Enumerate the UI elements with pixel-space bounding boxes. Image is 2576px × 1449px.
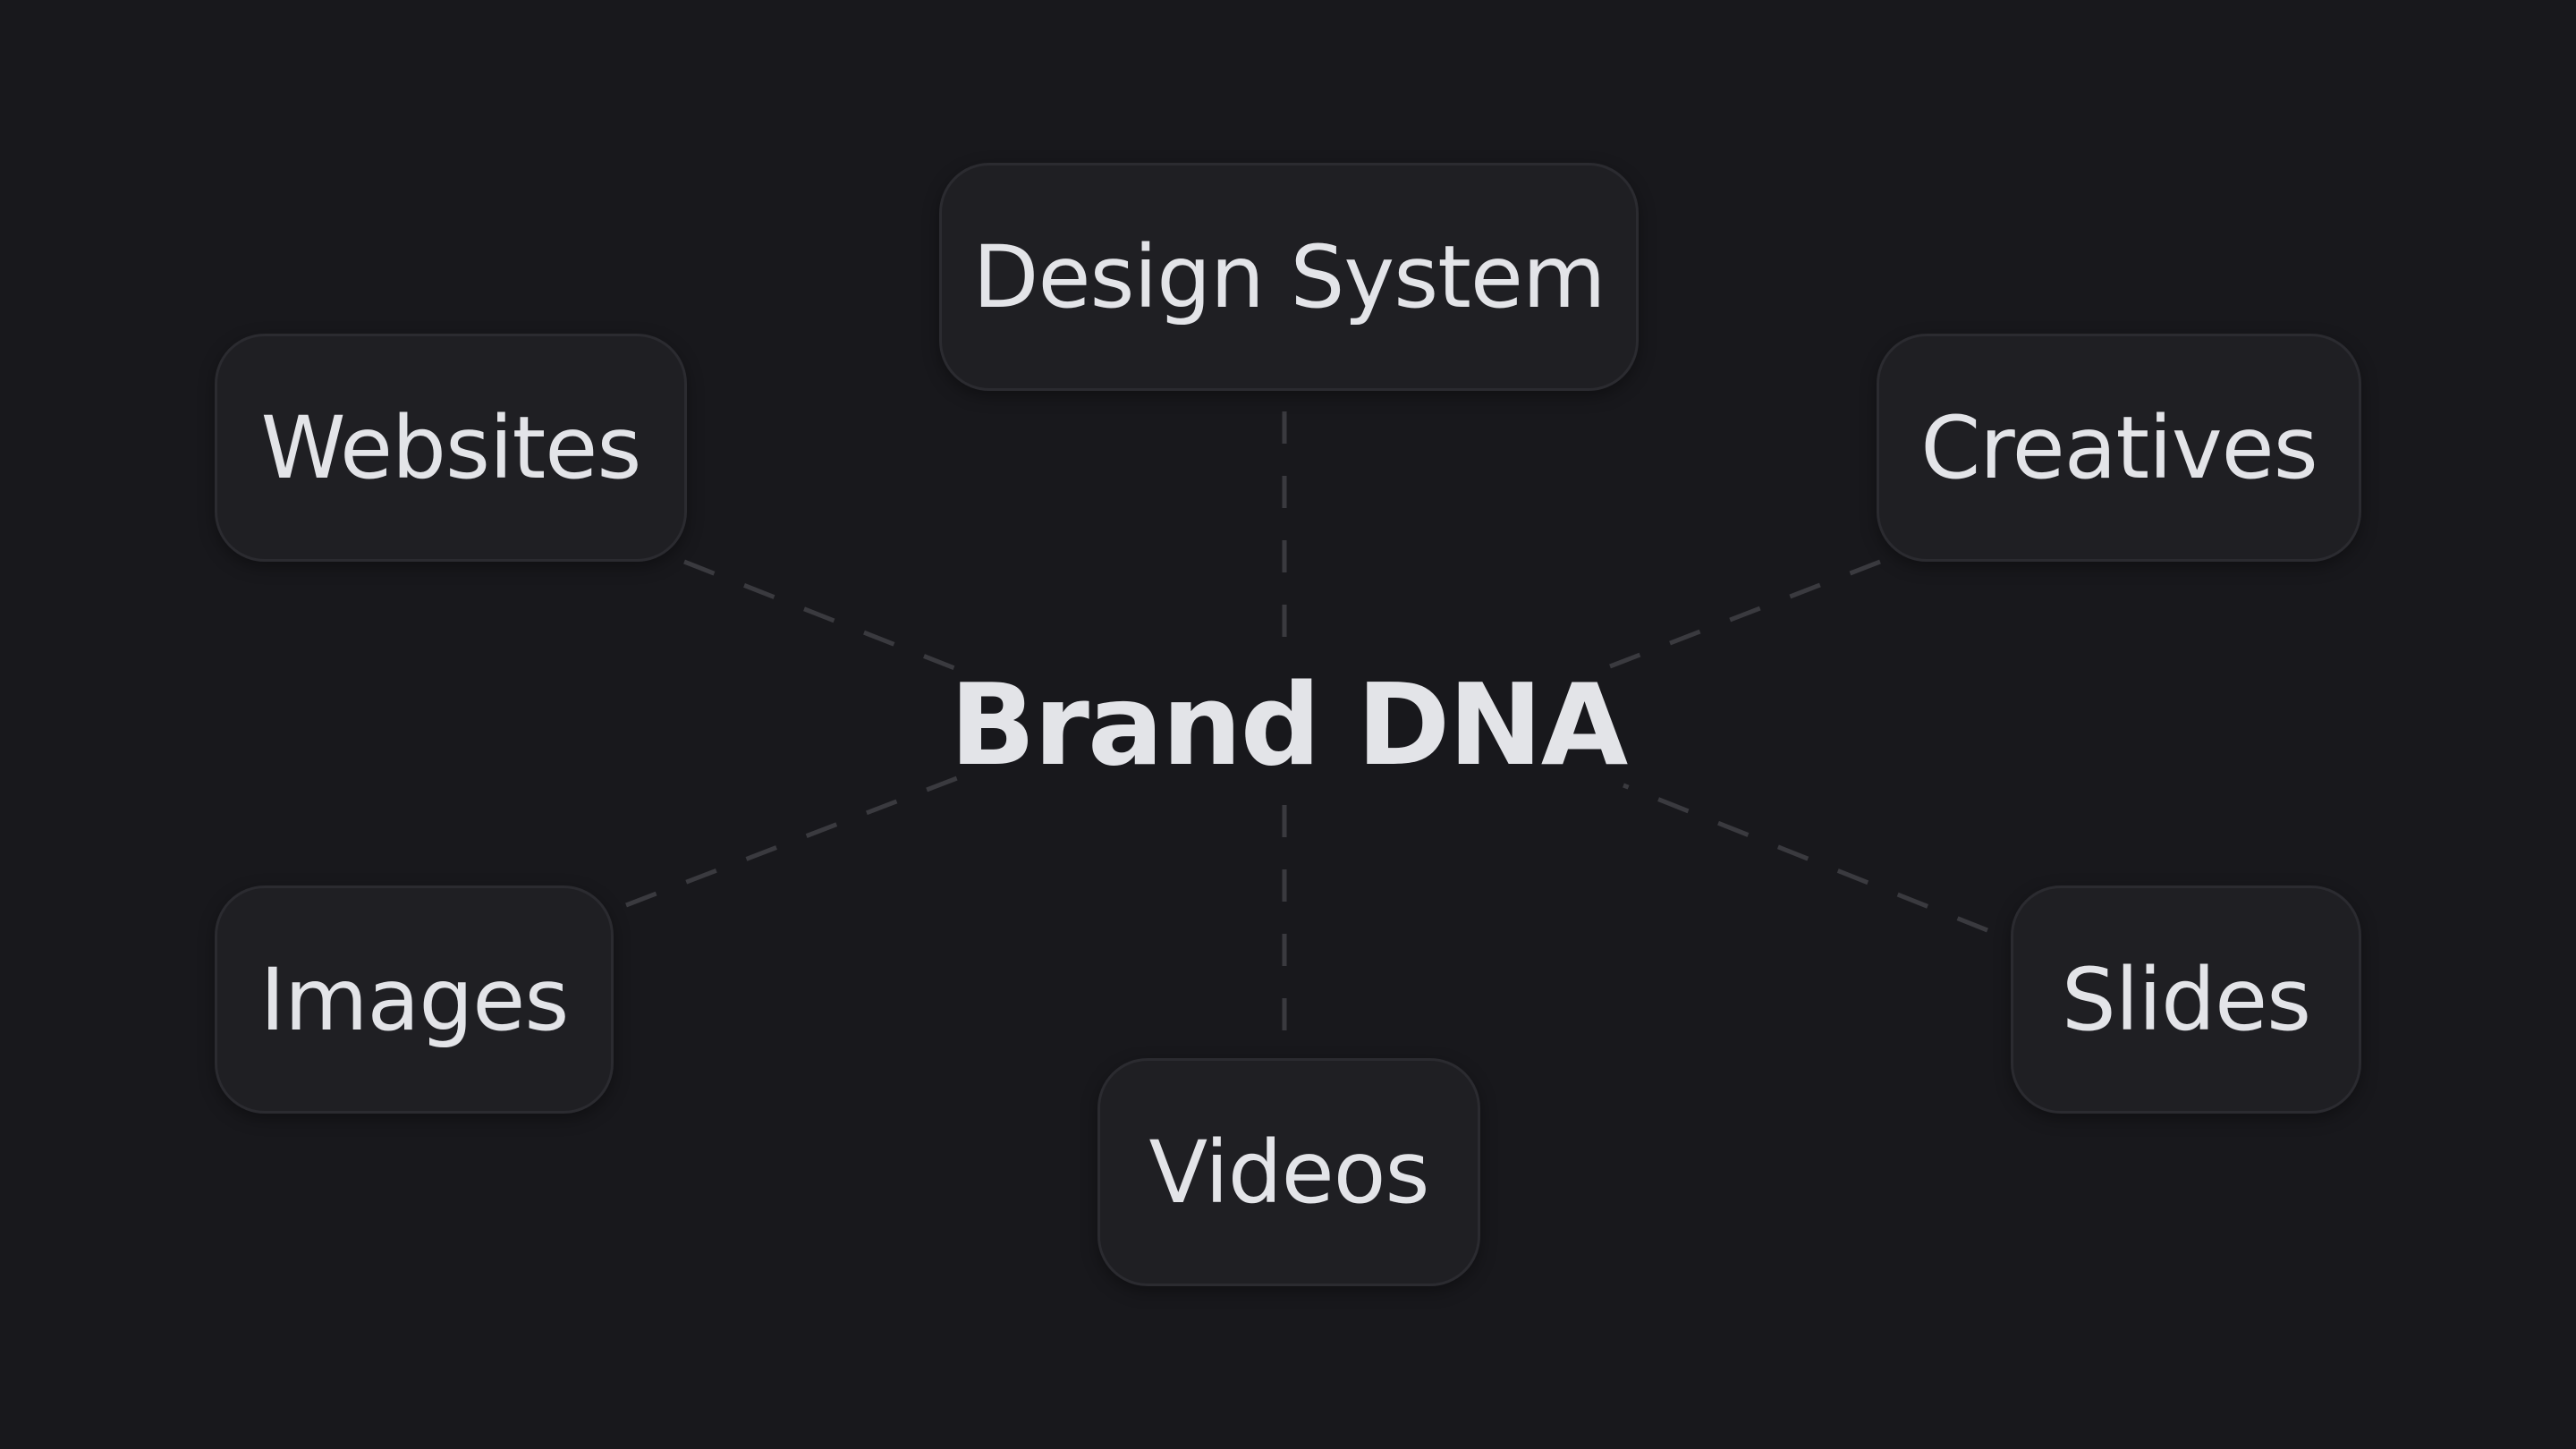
connector-websites [683,559,967,675]
node-label-creatives: Creatives [1920,397,2318,498]
connector-slides [1623,783,1988,933]
node-creatives: Creatives [1877,334,2361,562]
node-label-videos: Videos [1148,1122,1430,1223]
node-label-websites: Websites [260,397,642,498]
connector-creatives [1609,559,1881,669]
node-label-slides: Slides [2061,949,2311,1050]
node-label-images: Images [259,949,570,1050]
center-title: Brand DNA [949,658,1629,791]
node-slides: Slides [2011,886,2361,1114]
node-videos: Videos [1097,1058,1480,1286]
node-websites: Websites [215,334,687,562]
connector-images [625,775,958,908]
node-images: Images [215,886,614,1114]
node-design-system: Design System [939,163,1639,391]
node-label-design-system: Design System [972,226,1606,327]
